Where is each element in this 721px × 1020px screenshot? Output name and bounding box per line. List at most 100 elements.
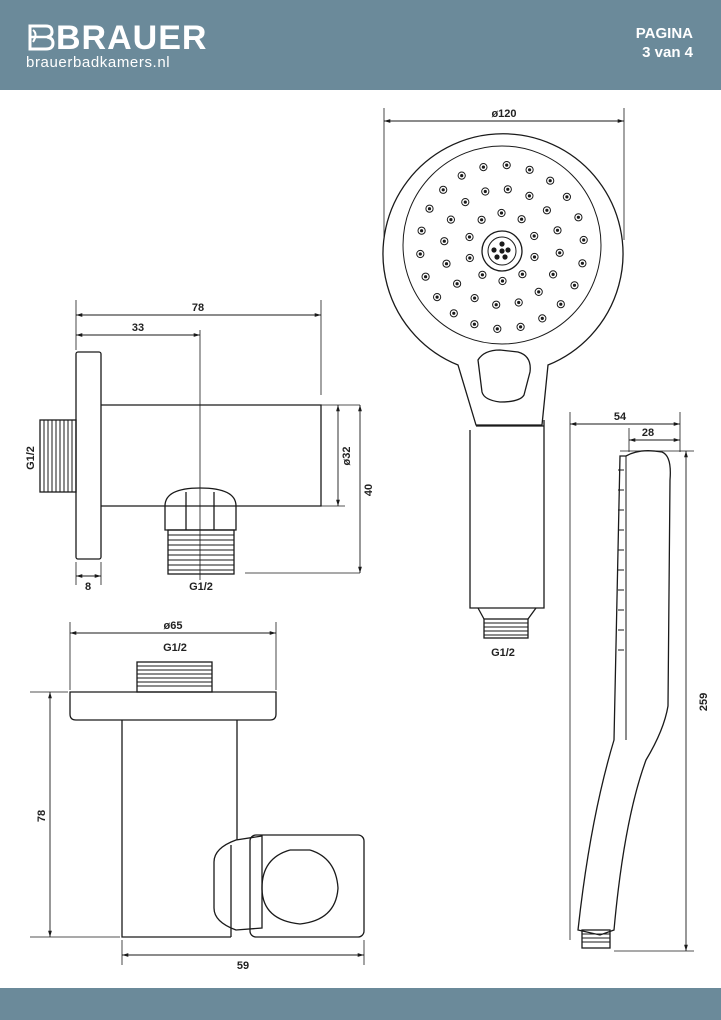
- spray-nozzle-hole: [435, 295, 439, 299]
- spray-nozzle-hole: [467, 235, 472, 239]
- spray-nozzle-hole: [420, 229, 424, 233]
- spray-nozzle: [449, 309, 458, 318]
- wall-connector-body: [101, 404, 322, 507]
- spray-nozzle: [453, 279, 462, 288]
- hand-shower-mode-button: [477, 349, 531, 403]
- spray-nozzle-hole: [545, 208, 549, 212]
- spray-nozzle: [546, 176, 555, 185]
- spray-nozzle-hole: [468, 256, 472, 260]
- spray-nozzle: [574, 213, 583, 222]
- spray-nozzle-hole: [576, 215, 581, 219]
- hand-shower-side-view: [569, 412, 694, 952]
- dim-shower-diameter: ø120: [491, 108, 516, 120]
- dim-wall-height: 40: [363, 484, 375, 496]
- spray-nozzle-hole: [424, 275, 428, 279]
- wall-connector-flange: [75, 351, 102, 560]
- spray-nozzle-hole: [572, 283, 577, 287]
- spray-nozzle-hole: [551, 272, 555, 276]
- hand-shower-center-nozzles: [491, 241, 511, 260]
- spray-nozzle: [502, 161, 511, 170]
- spray-nozzle: [492, 300, 501, 309]
- brauer-logo-mark-icon: [28, 24, 55, 51]
- spray-nozzle: [538, 314, 547, 323]
- spray-nozzle-hole: [427, 207, 432, 211]
- spray-nozzle: [417, 226, 426, 235]
- hand-shower-nozzles: [416, 161, 588, 333]
- spray-nozzle: [530, 231, 539, 241]
- holder-cradle-side: [213, 835, 263, 931]
- spray-nozzle-hole: [565, 195, 569, 199]
- dim-holder-height: 78: [36, 810, 48, 822]
- spray-nozzle: [433, 293, 442, 302]
- dim-side-head: 28: [642, 427, 654, 439]
- dim-wall-flange: 8: [85, 581, 91, 593]
- spray-nozzle: [525, 191, 534, 200]
- spray-nozzle-hole: [463, 200, 467, 204]
- spray-nozzle: [553, 226, 562, 235]
- wall-connector-left-thread: [39, 419, 77, 493]
- dim-shower-thread: G1/2: [491, 647, 515, 659]
- spray-nozzle: [421, 272, 430, 281]
- dim-side-length: 259: [698, 693, 710, 711]
- spray-nozzle: [478, 270, 487, 279]
- spray-nozzle: [461, 198, 470, 207]
- spray-nozzle: [579, 235, 588, 245]
- spray-nozzle: [516, 322, 525, 331]
- spray-nozzle: [530, 252, 539, 262]
- spray-nozzle-hole: [441, 188, 445, 192]
- spray-nozzle-hole: [494, 303, 498, 307]
- spray-nozzle: [493, 324, 502, 333]
- spray-nozzle: [439, 185, 448, 194]
- spray-nozzle-hole: [500, 279, 505, 283]
- spray-nozzle: [514, 298, 523, 307]
- spray-nozzle-hole: [532, 255, 537, 259]
- holder-rosette: [69, 691, 277, 721]
- hand-shower-center-ring: [481, 230, 523, 272]
- spray-nozzle-hole: [481, 165, 485, 169]
- spray-nozzle: [497, 208, 506, 218]
- wall-connector-bottom-thread: [167, 529, 235, 575]
- spray-nozzle-hole: [580, 261, 585, 265]
- brand-url[interactable]: brauerbadkamers.nl: [26, 54, 171, 71]
- wall-connector-view: [39, 300, 362, 585]
- hand-shower-thread: [483, 618, 529, 639]
- holder-view: [30, 622, 365, 965]
- spray-nozzle: [479, 163, 488, 172]
- page-number: 3 van 4: [642, 44, 693, 61]
- hand-shower-side-outline: [577, 450, 671, 936]
- spray-nozzle-hole: [483, 189, 487, 194]
- spray-nozzle: [425, 204, 434, 213]
- spray-nozzle: [549, 270, 558, 279]
- spray-nozzle-hole: [444, 262, 449, 266]
- spray-nozzle-hole: [519, 325, 523, 329]
- spray-nozzle-hole: [520, 217, 524, 221]
- brand-name: BRAUER: [56, 19, 208, 57]
- dim-holder-diameter: ø65: [164, 620, 183, 632]
- spray-nozzle-hole: [480, 218, 484, 222]
- page-indicator: PAGINA 3 van 4: [636, 24, 693, 62]
- dim-wall-left-thread: G1/2: [25, 446, 37, 470]
- spray-nozzle: [517, 215, 526, 224]
- spray-nozzle-hole: [452, 311, 456, 315]
- spray-nozzle: [570, 281, 579, 290]
- spray-nozzle-hole: [473, 296, 477, 300]
- brand-logo[interactable]: BRAUER brauerbadkamers.nl: [26, 18, 206, 78]
- spray-nozzle-hole: [537, 290, 541, 294]
- spray-nozzle: [542, 206, 552, 215]
- hand-shower-side-thread: [581, 929, 611, 949]
- hand-shower-head-outline: [382, 133, 624, 426]
- page-label: PAGINA: [635, 25, 693, 42]
- spray-nozzle: [440, 237, 449, 246]
- page-header: BRAUER brauerbadkamers.nl PAGINA 3 van 4: [0, 0, 721, 90]
- spray-nozzle-hole: [532, 234, 536, 238]
- dim-wall-total: 78: [192, 302, 204, 314]
- holder-cradle-front: [249, 834, 365, 938]
- spray-nozzle: [498, 276, 507, 286]
- spray-nozzle: [555, 248, 564, 257]
- spray-nozzle: [562, 192, 572, 201]
- spray-nozzle-hole: [455, 282, 459, 286]
- spray-nozzle-hole: [548, 179, 552, 183]
- spray-nozzle-hole: [480, 273, 484, 277]
- spray-nozzle-hole: [442, 239, 446, 243]
